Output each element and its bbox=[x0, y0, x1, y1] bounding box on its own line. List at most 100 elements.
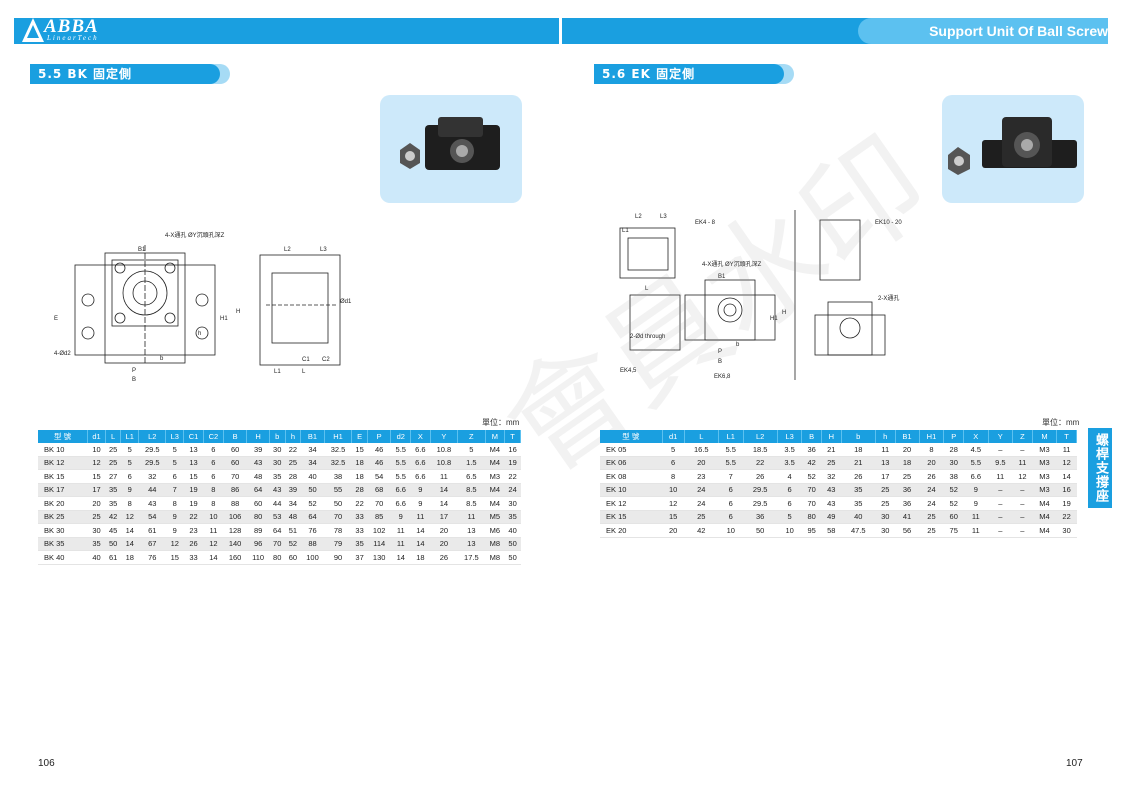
table-header-cell: X bbox=[963, 430, 989, 443]
bk-unit-label: 單位：mm bbox=[482, 418, 520, 427]
table-cell: 43 bbox=[269, 483, 286, 497]
table-cell: 8 bbox=[120, 496, 139, 511]
table-cell: 106 bbox=[223, 510, 247, 524]
table-cell: 67 bbox=[138, 537, 166, 551]
ek-through-note: 2-Ød through bbox=[630, 334, 665, 340]
table-cell: EK 12 bbox=[600, 496, 663, 511]
table-cell: 32 bbox=[138, 469, 166, 484]
table-header-cell: b bbox=[841, 430, 876, 443]
table-cell: 6.6 bbox=[963, 469, 989, 484]
table-cell: 12 bbox=[1012, 469, 1033, 484]
table-cell: 52 bbox=[943, 483, 964, 497]
table-cell: 9 bbox=[120, 483, 139, 497]
table-cell: 50 bbox=[504, 537, 521, 551]
table-cell: 24 bbox=[684, 483, 719, 497]
table-cell: 25 bbox=[875, 483, 896, 497]
bk-product-photo bbox=[380, 95, 522, 203]
table-cell: 11 bbox=[430, 469, 458, 484]
table-header-cell: P bbox=[367, 430, 392, 443]
table-cell: 34 bbox=[285, 496, 301, 511]
table-cell: 64 bbox=[269, 523, 286, 538]
table-header-cell: M bbox=[1032, 430, 1058, 443]
table-cell: M4 bbox=[485, 456, 505, 470]
table-cell: 8 bbox=[203, 483, 224, 497]
table-cell: 22 bbox=[504, 469, 521, 484]
bk-hole-note: 4-X通孔 ØY沉頭孔深Z bbox=[165, 231, 225, 239]
table-header-cell: h bbox=[875, 430, 896, 443]
table-cell: 20 bbox=[919, 456, 944, 470]
table-cell: – bbox=[988, 523, 1013, 538]
table-cell: – bbox=[1012, 443, 1033, 457]
table-cell: 45 bbox=[105, 523, 121, 538]
table-header-cell: d1 bbox=[87, 430, 106, 443]
table-cell: 42 bbox=[105, 510, 121, 524]
table-cell: 10.8 bbox=[430, 443, 458, 457]
table-cell: EK 10 bbox=[600, 483, 663, 497]
table-cell: 21 bbox=[821, 443, 842, 457]
table-cell: 25 bbox=[875, 496, 896, 511]
table-cell: 11 bbox=[963, 510, 989, 524]
table-cell: M6 bbox=[485, 523, 505, 538]
table-cell: M3 bbox=[1032, 456, 1057, 470]
logo-subtitle: LinearTech bbox=[47, 34, 99, 42]
table-header-cell: L1 bbox=[120, 430, 140, 443]
table-cell: 15 bbox=[662, 510, 685, 524]
table-cell: 9 bbox=[165, 510, 184, 524]
table-cell: 35 bbox=[841, 496, 876, 511]
table-header-cell: L2 bbox=[743, 430, 778, 443]
table-cell: 5.5 bbox=[390, 469, 411, 484]
table-cell: 13 bbox=[457, 537, 486, 551]
table-cell: 40 bbox=[300, 469, 325, 484]
table-cell: 18 bbox=[410, 550, 431, 565]
ek-label-h1: H1 bbox=[770, 316, 778, 322]
table-cell: 5 bbox=[777, 510, 802, 524]
table-cell: M4 bbox=[1032, 523, 1057, 538]
table-cell: 52 bbox=[943, 496, 964, 511]
table-header-cell: Y bbox=[430, 430, 459, 443]
table-cell: 12 bbox=[87, 456, 106, 470]
table-cell: 8 bbox=[919, 443, 944, 457]
table-cell: 18 bbox=[351, 456, 368, 470]
table-cell: 79 bbox=[324, 537, 352, 551]
table-cell: 60 bbox=[943, 510, 964, 524]
table-header-cell: C1 bbox=[183, 430, 204, 443]
table-cell: 8.5 bbox=[457, 496, 486, 511]
table-cell: 5 bbox=[120, 443, 139, 457]
table-cell: 10.8 bbox=[430, 456, 458, 470]
table-cell: 24 bbox=[919, 483, 944, 497]
table-cell: M3 bbox=[485, 469, 505, 484]
table-cell: 43 bbox=[138, 496, 166, 511]
bk-label-c2: C2 bbox=[322, 357, 330, 363]
table-cell: 38 bbox=[324, 469, 352, 484]
table-cell: M8 bbox=[485, 537, 505, 551]
table-cell: 18 bbox=[895, 456, 919, 470]
table-cell: 25 bbox=[919, 523, 944, 538]
table-cell: 29.5 bbox=[743, 496, 778, 511]
table-header-cell: d2 bbox=[390, 430, 412, 443]
table-cell: 29.5 bbox=[138, 443, 166, 457]
table-cell: 25 bbox=[895, 469, 919, 484]
table-cell: 48 bbox=[285, 510, 301, 524]
table-cell: 33 bbox=[351, 510, 368, 524]
bk-label-l1: L1 bbox=[274, 369, 281, 375]
page-number-left: 106 bbox=[38, 758, 55, 769]
table-cell: 32.5 bbox=[324, 456, 352, 470]
table-cell: 52 bbox=[801, 469, 822, 484]
table-cell: EK 06 bbox=[600, 456, 663, 470]
table-cell: 22 bbox=[351, 496, 368, 511]
table-cell: 33 bbox=[351, 523, 368, 538]
table-cell: 22 bbox=[183, 510, 204, 524]
table-header-cell: B1 bbox=[300, 430, 325, 443]
table-cell: M8 bbox=[485, 550, 505, 565]
table-cell: 96 bbox=[246, 537, 270, 551]
table-cell: 5.5 bbox=[390, 443, 411, 457]
table-cell: 6.6 bbox=[390, 496, 411, 511]
table-cell: 52 bbox=[300, 496, 325, 511]
ek-label-h: H bbox=[782, 310, 786, 316]
table-cell: 6.6 bbox=[410, 456, 431, 470]
bk-label-d2: 4-Ød2 bbox=[54, 351, 71, 357]
table-cell: 10 bbox=[777, 523, 802, 538]
